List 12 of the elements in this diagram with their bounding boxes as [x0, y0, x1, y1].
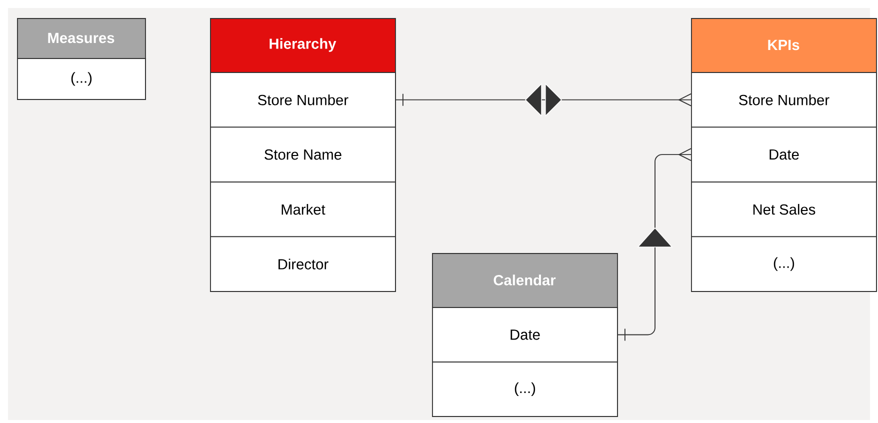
table-row: (...)	[17, 58, 146, 100]
table-row: (...)	[432, 362, 618, 417]
table-row: Store Name	[210, 126, 396, 182]
table-row: Net Sales	[691, 182, 877, 238]
table-row: Store Number	[210, 72, 396, 128]
table-row: Market	[210, 182, 396, 238]
table-row: Store Number	[691, 72, 877, 128]
table-row: (...)	[691, 236, 877, 292]
table-row: Date	[432, 307, 618, 362]
table-row: Director	[210, 236, 396, 292]
relationship-line	[617, 148, 692, 342]
table-row: Date	[691, 126, 877, 182]
